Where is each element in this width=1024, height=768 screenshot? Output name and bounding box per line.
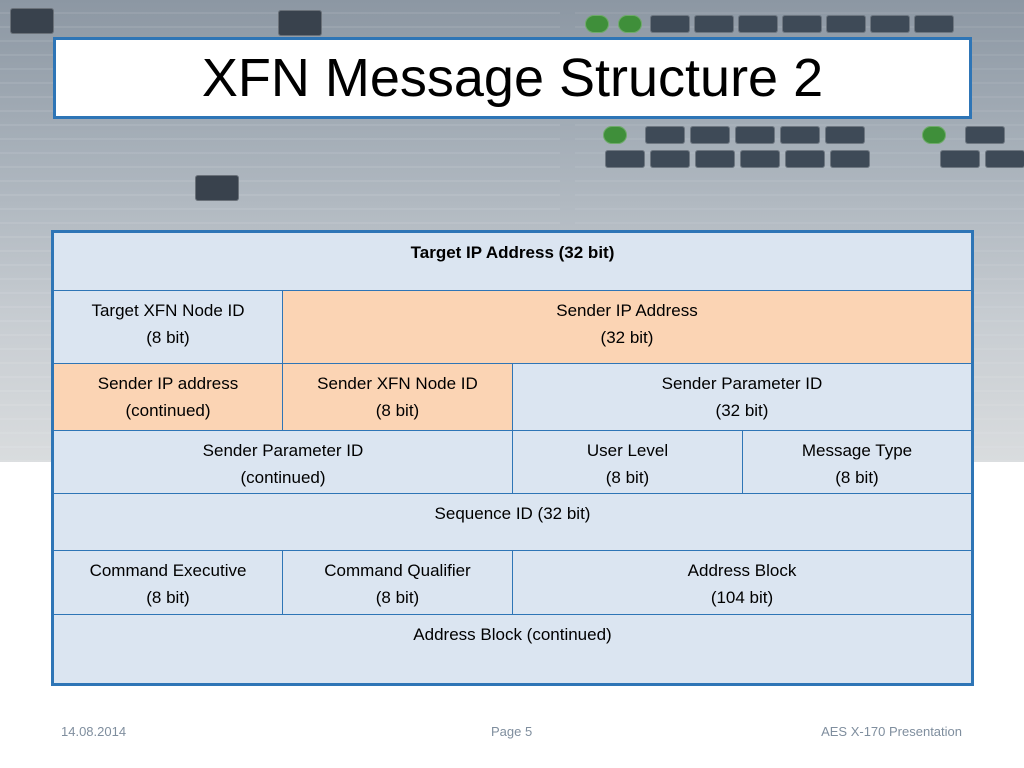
- background-chip: [645, 126, 685, 144]
- table-cell: Message Type (8 bit): [742, 430, 973, 494]
- background-chip: [738, 15, 778, 33]
- cell-sublabel: (continued): [240, 468, 326, 487]
- table-cell: Sender Parameter ID (32 bit): [512, 363, 973, 431]
- background-chip: [940, 150, 980, 168]
- cell-label: Sender Parameter ID: [202, 441, 364, 460]
- table-cell: Sender IP address (continued): [52, 363, 283, 431]
- cell-sublabel: (8 bit): [146, 328, 190, 347]
- table-cell: Command Qualifier (8 bit): [282, 550, 513, 615]
- background-chip: [278, 10, 322, 36]
- title-box: XFN Message Structure 2: [53, 37, 972, 119]
- table-cell: Sequence ID (32 bit): [52, 493, 973, 551]
- table-row: Target XFN Node ID (8 bit) Sender IP Add…: [52, 290, 973, 364]
- cell-sublabel: (continued): [125, 401, 211, 420]
- background-chip: [780, 126, 820, 144]
- cell-sublabel: (104 bit): [710, 588, 774, 607]
- background-chip: [690, 126, 730, 144]
- table-cell: Sender Parameter ID (continued): [52, 430, 513, 494]
- cell-sublabel: (32 bit): [600, 328, 654, 347]
- table-row: Target IP Address (32 bit): [52, 231, 973, 291]
- slide-title: XFN Message Structure 2: [201, 48, 824, 108]
- background-chip: [870, 15, 910, 33]
- table-row: Sender IP address (continued) Sender XFN…: [52, 363, 973, 431]
- table-row: Address Block (continued): [52, 614, 973, 685]
- background-chip: [965, 126, 1005, 144]
- cell-sublabel: (8 bit): [375, 401, 420, 420]
- background-chip: [914, 15, 954, 33]
- background-chip: [785, 150, 825, 168]
- background-chip: [650, 150, 690, 168]
- table-cell: Target IP Address (32 bit): [52, 231, 973, 291]
- table-cell: Command Executive (8 bit): [52, 550, 283, 615]
- cell-label: Sender IP Address: [556, 301, 698, 320]
- cell-label: Sender Parameter ID: [661, 374, 823, 393]
- background-chip: [195, 175, 239, 201]
- table-cell: Address Block (continued): [52, 614, 973, 685]
- cell-label: User Level: [586, 441, 669, 460]
- message-structure-table: Target IP Address (32 bit) Target XFN No…: [51, 230, 974, 686]
- cell-label: Command Qualifier: [324, 561, 471, 580]
- cell-label: Sender XFN Node ID: [317, 374, 478, 393]
- background-chip: [985, 150, 1024, 168]
- table-row: Command Executive (8 bit) Command Qualif…: [52, 550, 973, 615]
- background-chip: [605, 150, 645, 168]
- cell-label: Address Block (continued): [413, 625, 612, 644]
- table-cell: Address Block (104 bit): [512, 550, 973, 615]
- cell-label: Address Block: [687, 561, 797, 580]
- table-cell: Sender IP Address (32 bit): [282, 290, 973, 364]
- footer-date: 14.08.2014: [61, 724, 127, 739]
- table-cell: Target XFN Node ID (8 bit): [52, 290, 283, 364]
- table-cell: User Level (8 bit): [512, 430, 743, 494]
- cell-sublabel: (8 bit): [835, 468, 879, 487]
- background-chip: [650, 15, 690, 33]
- background-chip: [10, 8, 54, 34]
- footer-presentation-name: AES X-170 Presentation: [821, 724, 962, 739]
- cell-sublabel: (8 bit): [375, 588, 420, 607]
- cell-sublabel: (8 bit): [146, 588, 190, 607]
- cell-label: Sequence ID (32 bit): [434, 504, 591, 523]
- cell-label: Target XFN Node ID: [91, 301, 245, 320]
- cell-label: Target IP Address (32 bit): [410, 243, 615, 262]
- background-chip: [825, 126, 865, 144]
- background-chip: [695, 150, 735, 168]
- background-chip: [826, 15, 866, 33]
- background-chip: [585, 15, 609, 33]
- cell-sublabel: (8 bit): [605, 468, 650, 487]
- background-chip: [782, 15, 822, 33]
- background-chip: [618, 15, 642, 33]
- cell-label: Sender IP address: [97, 374, 239, 393]
- background-chip: [603, 126, 627, 144]
- table-row: Sequence ID (32 bit): [52, 493, 973, 551]
- background-chip: [735, 126, 775, 144]
- background-chip: [740, 150, 780, 168]
- table-cell: Sender XFN Node ID (8 bit): [282, 363, 513, 431]
- background-chip: [830, 150, 870, 168]
- background-chip: [694, 15, 734, 33]
- cell-label: Message Type: [801, 441, 913, 460]
- footer-page-number: Page 5: [491, 724, 533, 739]
- cell-label: Command Executive: [89, 561, 247, 580]
- cell-sublabel: (32 bit): [715, 401, 769, 420]
- background-chip: [922, 126, 946, 144]
- table-row: Sender Parameter ID (continued) User Lev…: [52, 430, 973, 494]
